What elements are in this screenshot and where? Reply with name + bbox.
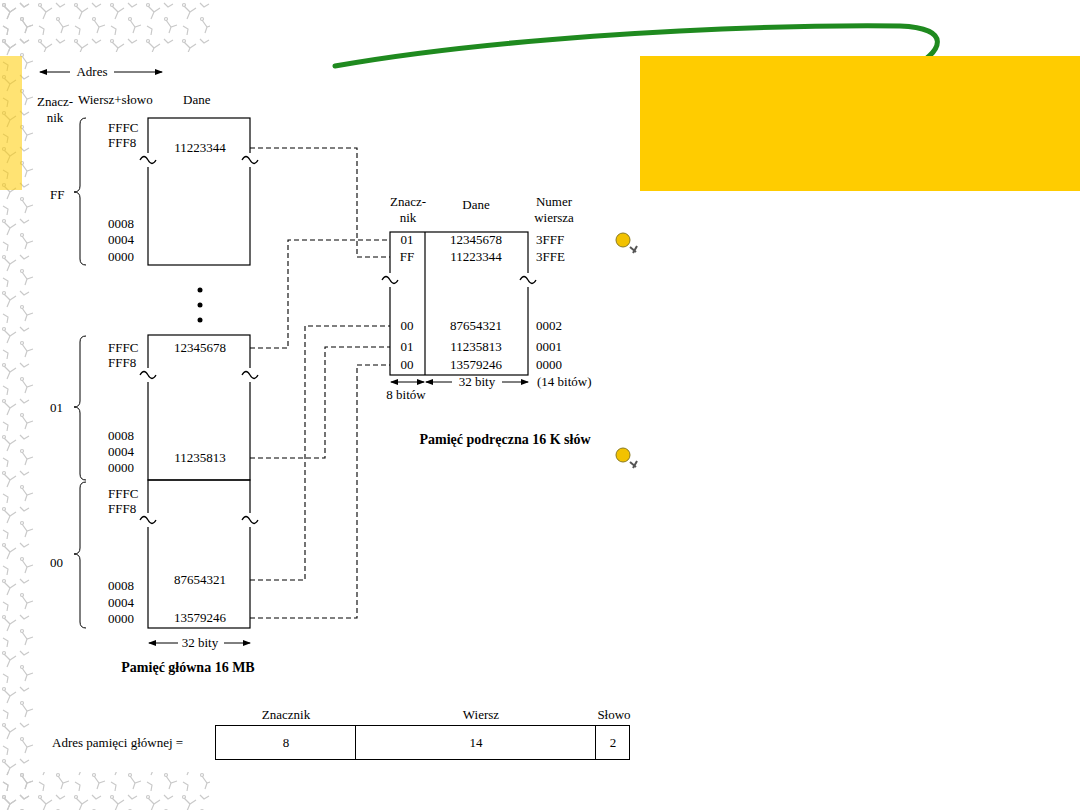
label: 0004: [108, 595, 134, 611]
label: FFFC: [108, 486, 138, 502]
cache-memory: Pamięć podręczna 16 K słów0112345678FF11…: [390, 232, 528, 375]
data-word: 87654321: [450, 318, 502, 334]
break-mark: [242, 157, 258, 164]
cache-line: 00 87654321: [390, 318, 528, 334]
label: (14 bitów): [537, 374, 592, 390]
data-word: 11235813: [174, 450, 226, 466]
data-word: 11223344: [450, 249, 502, 265]
field-width: 14: [470, 735, 483, 751]
field-name: Wiersz: [463, 707, 499, 723]
tag-value: 00: [401, 357, 414, 373]
braces: [74, 118, 86, 628]
label: 0008: [108, 216, 134, 232]
column-separator: [424, 232, 425, 375]
field-width: 8: [283, 735, 290, 751]
label: FF: [50, 187, 64, 203]
dimension-arrows: [40, 72, 528, 643]
block-outline: [148, 480, 250, 628]
data-word: 12345678: [450, 232, 502, 248]
label: Wiersz+słowo: [78, 92, 153, 108]
mapping-line: [250, 148, 390, 257]
address-field: Słowo2: [595, 725, 630, 760]
label: 0008: [108, 578, 134, 594]
label: 8 bitów: [386, 387, 425, 403]
address-field: Wiersz14: [355, 725, 596, 760]
block-outline: [148, 335, 250, 480]
data-word: 11223344: [174, 140, 226, 156]
label: 0001: [536, 339, 562, 355]
label: Dane: [462, 197, 489, 213]
cache-line: 00 13579246: [390, 357, 528, 373]
label: Numer wiersza: [528, 194, 580, 226]
cache-line: 01 12345678: [390, 232, 528, 248]
break-mark: [242, 517, 258, 524]
yellow-panel: [640, 56, 1080, 191]
break-mark: [242, 372, 258, 379]
caption: Pamięć podręczna 16 K słów: [419, 432, 590, 448]
label: 00: [50, 555, 63, 571]
mapping-line: [250, 347, 390, 458]
tag-value: FF: [400, 249, 414, 265]
break-mark: [140, 517, 156, 524]
field-name: Znacznik: [262, 707, 310, 723]
data-word: 11235813: [450, 339, 502, 355]
label: 3FFE: [536, 249, 565, 265]
label: FFFC: [108, 340, 138, 356]
label: 0000: [108, 249, 134, 265]
label: 0000: [108, 611, 134, 627]
sound-icon: [616, 233, 637, 468]
data-word: 87654321: [174, 572, 226, 588]
block-outline: [390, 232, 528, 375]
data-word: 13579246: [174, 610, 226, 626]
memory-block: 12345678 11235813: [148, 335, 250, 480]
data-word: 13579246: [450, 357, 502, 373]
tag-value: 01: [401, 339, 414, 355]
mapping-line: [250, 240, 390, 348]
label: Znacz- nik: [387, 194, 429, 226]
ellipsis-dots: [198, 288, 203, 323]
label: 32 bity: [182, 635, 218, 651]
label: FFF8: [108, 135, 136, 151]
address-field: Znacznik8: [215, 725, 356, 760]
tag-value: 00: [401, 318, 414, 334]
memory-block: 11223344: [148, 118, 250, 265]
label: Znacz- nik: [34, 94, 76, 126]
field-width: 2: [610, 735, 617, 751]
cache-line: 01 11235813: [390, 339, 528, 355]
mapping-line: [250, 326, 390, 580]
label: 32 bity: [459, 374, 495, 390]
label: FFFC: [108, 120, 138, 136]
label: 01: [50, 400, 63, 416]
block-outline: [148, 118, 250, 265]
memory-block: 87654321 13579246: [148, 480, 250, 628]
mapping-line: [250, 365, 390, 618]
background-pattern: [0, 0, 210, 810]
label: Pamięć główna 16 MB: [121, 660, 254, 676]
label: 3FFF: [536, 232, 564, 248]
field-name: Słowo: [597, 707, 630, 723]
label: FFF8: [108, 355, 136, 371]
label: Adres pamięci głównej =: [52, 735, 183, 751]
break-mark: [520, 277, 536, 284]
tag-value: 01: [401, 232, 414, 248]
label: 0000: [536, 357, 562, 373]
break-mark: [140, 157, 156, 164]
data-word: 12345678: [174, 340, 226, 356]
break-mark: [382, 277, 398, 284]
label: FFF8: [108, 501, 136, 517]
label: 0008: [108, 428, 134, 444]
label: 0000: [108, 460, 134, 476]
cache-line: FF 11223344: [390, 249, 528, 265]
label: 0002: [536, 318, 562, 334]
break-mark: [140, 372, 156, 379]
label: 0004: [108, 232, 134, 248]
label: 0004: [108, 444, 134, 460]
label: Adres: [76, 64, 107, 80]
label: Dane: [183, 92, 210, 108]
